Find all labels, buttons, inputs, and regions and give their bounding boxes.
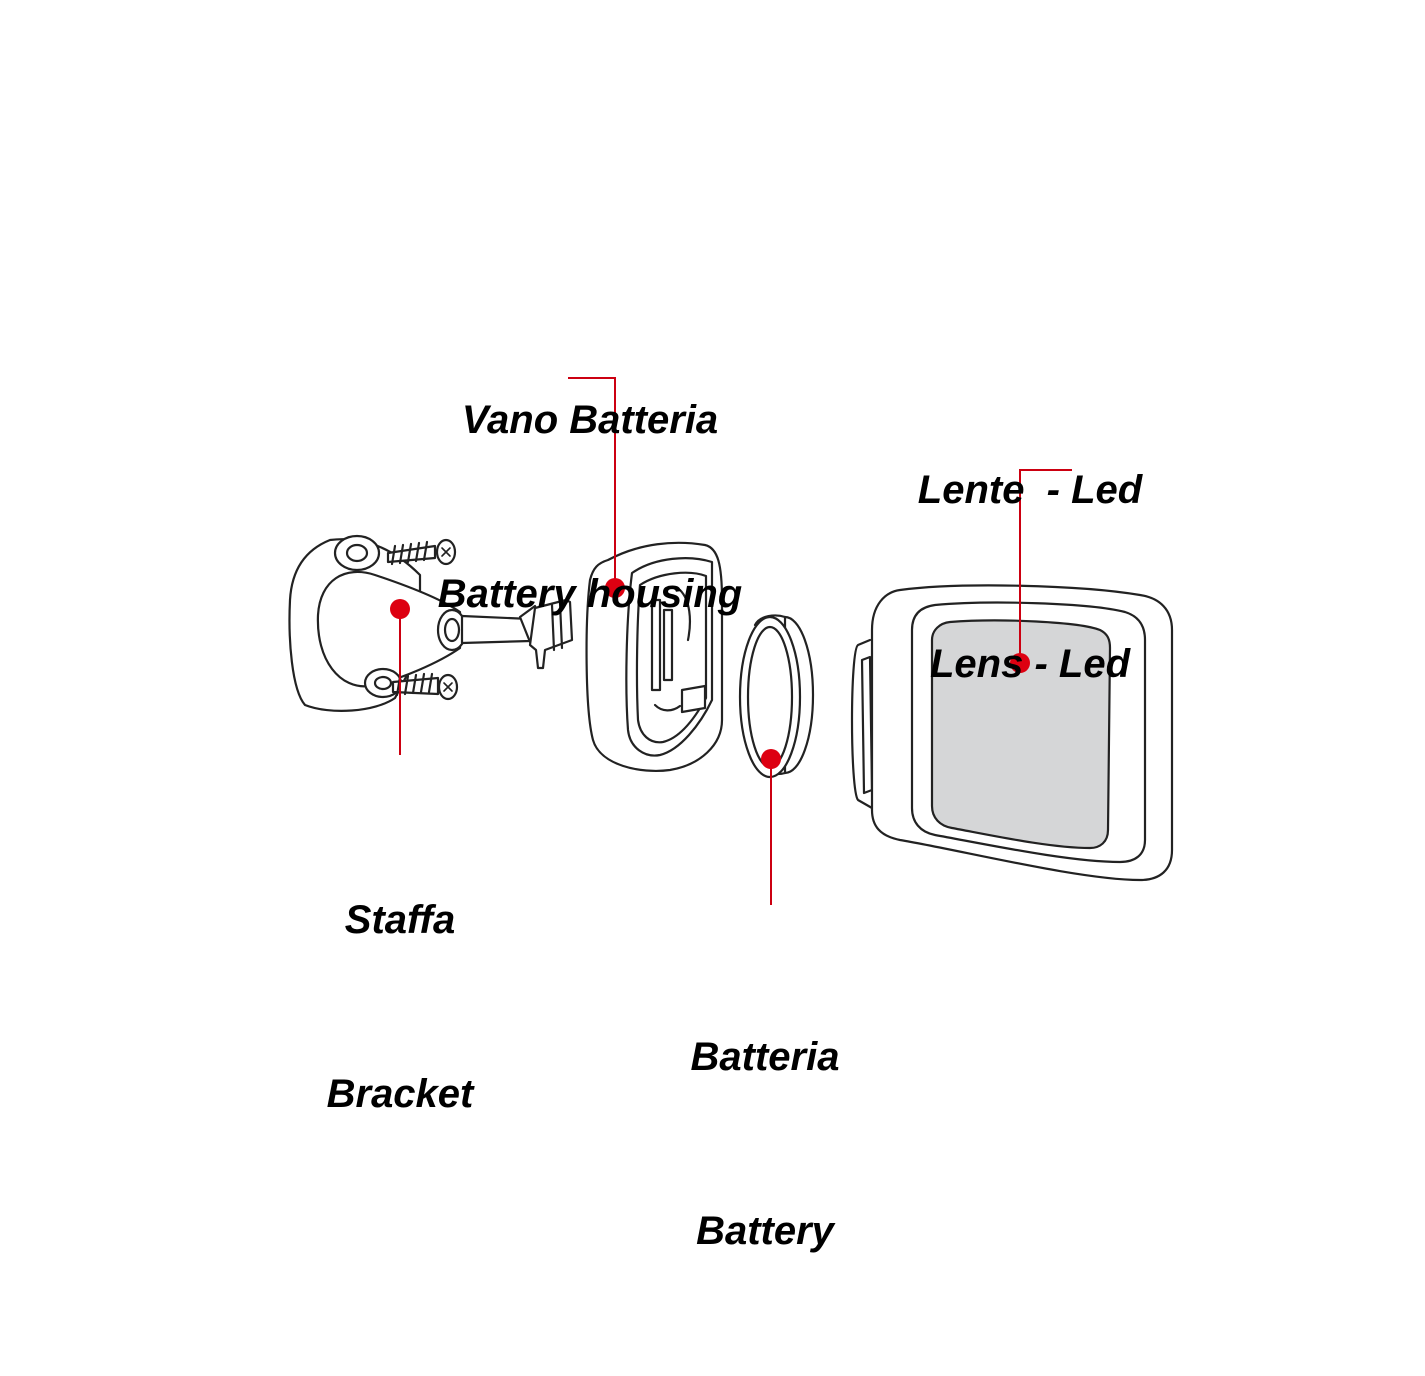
label-battery-housing: Vano Batteria Battery housing <box>420 275 760 739</box>
diagram-drawing <box>288 377 1174 905</box>
callout-dot-bracket <box>390 599 410 619</box>
callout-dot-housing <box>605 578 625 598</box>
label-bracket-en: Bracket <box>326 1072 474 1116</box>
callout-lines <box>399 377 1072 905</box>
label-battery: Batteria Battery <box>660 912 870 1376</box>
label-lens-led: Lente - Led Lens - Led <box>900 345 1160 809</box>
callout-dot-battery <box>761 749 781 769</box>
label-bracket-it: Staffa <box>344 898 456 942</box>
bracket-part <box>288 534 574 712</box>
callout-dot-lens <box>1010 653 1030 673</box>
label-lens-led-en: Lens - Led <box>929 642 1131 686</box>
lamp-body-part <box>850 584 1174 882</box>
label-battery-housing-it: Vano Batteria <box>461 398 719 442</box>
screw-top <box>386 538 457 566</box>
label-battery-en: Battery <box>696 1209 834 1253</box>
label-lens-led-it: Lente - Led <box>917 468 1143 512</box>
battery-housing-part <box>585 541 724 772</box>
screw-bottom <box>391 672 459 701</box>
label-bracket: Staffa Bracket <box>300 775 500 1239</box>
callout-dots <box>390 578 1030 769</box>
label-battery-it: Batteria <box>690 1035 840 1079</box>
label-battery-housing-en: Battery housing <box>437 572 743 616</box>
battery-part <box>738 614 815 779</box>
exploded-diagram: Vano Batteria Battery housing Lente - Le… <box>288 275 1174 1253</box>
